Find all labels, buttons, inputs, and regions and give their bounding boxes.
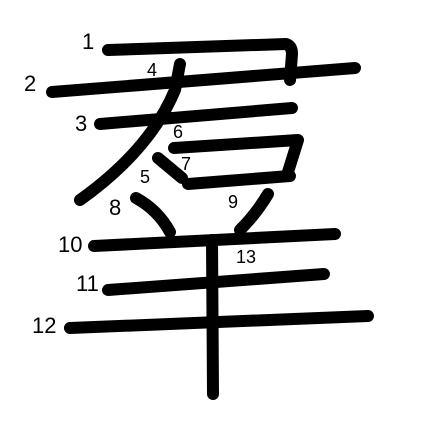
stroke-number-11: 11 <box>76 271 99 296</box>
stroke-5 <box>152 152 188 184</box>
stroke-number-10: 10 <box>58 232 83 257</box>
stroke-number-12: 12 <box>32 313 57 338</box>
stroke-1 <box>102 38 298 86</box>
stroke-number-8: 8 <box>109 195 122 220</box>
stroke-6 <box>168 134 304 178</box>
stroke-number-9: 9 <box>228 192 239 212</box>
stroke-number-5: 5 <box>140 167 151 187</box>
stroke-7 <box>182 170 296 190</box>
stroke-8 <box>130 192 176 238</box>
stroke-9 <box>234 188 274 236</box>
stroke-4 <box>74 58 186 206</box>
stroke-2 <box>46 62 361 98</box>
stroke-number-3: 3 <box>75 111 88 136</box>
stroke-number-7: 7 <box>181 154 192 174</box>
stroke-number-2: 2 <box>24 71 37 96</box>
stroke-number-13: 13 <box>236 247 257 267</box>
stroke-number-1: 1 <box>82 29 95 54</box>
stroke-number-6: 6 <box>173 122 184 142</box>
stroke-13 <box>206 234 219 400</box>
stroke-12 <box>64 310 374 334</box>
stroke-number-4: 4 <box>147 60 158 80</box>
stroke-3 <box>94 102 298 130</box>
